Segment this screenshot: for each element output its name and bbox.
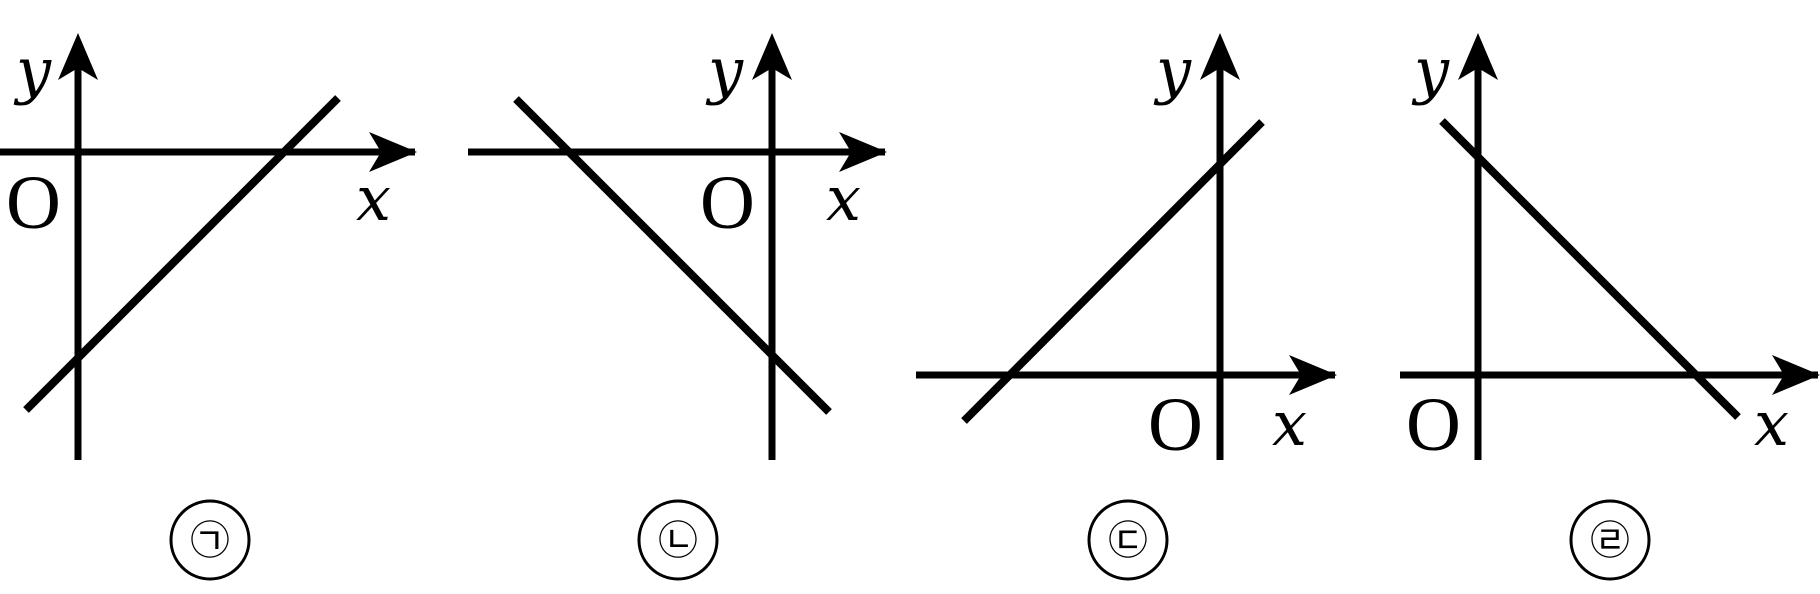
y-axis-label: y [1153, 34, 1192, 107]
panel-label: ㉡ [658, 518, 698, 564]
x-axis-label: x [1754, 387, 1789, 460]
graph-line [513, 96, 832, 415]
graph-line [961, 119, 1265, 424]
x-axis-label: x [826, 162, 861, 235]
panel-1: y x O ㉠ [0, 33, 417, 581]
panel-label: ㉠ [190, 518, 230, 564]
panel-2: y x O ㉡ [468, 33, 887, 581]
y-axis-arrowhead [1458, 33, 1498, 80]
panel-label-circle [637, 499, 719, 581]
panel-label: ㉣ [1590, 518, 1630, 564]
y-axis-arrowhead [58, 33, 98, 80]
panel-4: y x O ㉣ [1400, 33, 1820, 581]
y-axis-label: y [705, 34, 744, 107]
graph-line [23, 95, 341, 413]
origin-label: O [700, 161, 755, 245]
graph-line [1439, 118, 1741, 420]
x-axis-label: x [356, 162, 391, 235]
origin-label: O [1148, 383, 1203, 467]
y-axis-arrowhead [1200, 33, 1240, 80]
origin-label: O [6, 161, 61, 245]
y-axis-arrowhead [752, 33, 792, 80]
x-axis-label: x [1272, 387, 1307, 460]
origin-label: O [1406, 383, 1461, 467]
panel-3: y x O ㉢ [916, 33, 1337, 581]
y-axis-label: y [13, 34, 52, 107]
panel-label-circle [1569, 499, 1651, 581]
panel-label-circle [169, 499, 251, 581]
y-axis-label: y [1411, 34, 1450, 107]
panel-label-circle [1087, 499, 1169, 581]
panel-label: ㉢ [1108, 518, 1148, 564]
